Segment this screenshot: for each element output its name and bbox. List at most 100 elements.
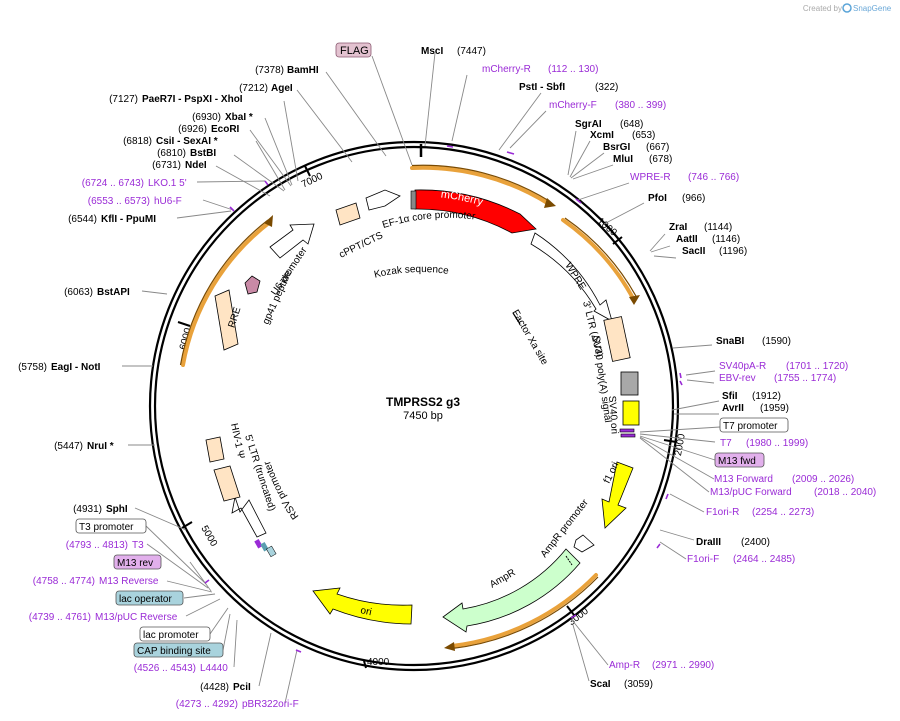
tick-4000 [363, 660, 367, 669]
label-m13puc-reverse: M13/pUC Reverse [95, 612, 178, 623]
label-mcherry-f-pos: (380 .. 399) [615, 100, 666, 111]
label-avrii-pos: (1959) [760, 403, 789, 414]
label-m13-rev: M13 rev [117, 558, 153, 569]
ampr-promoter-feature [573, 534, 595, 553]
tick-label-4000: 4000 [367, 657, 390, 668]
plasmid-name: TMPRSS2 g3 [386, 395, 460, 409]
label-agei-pos: (7212) [239, 83, 268, 94]
label-noti-pos: (5758) [18, 362, 47, 373]
label-xhoi: PaeR7I - PspXI - XhoI [142, 94, 243, 105]
plasmid-size: 7450 bp [403, 410, 443, 422]
label-hu6-pos: (6553 .. 6573) [88, 196, 150, 207]
label-pbr322-pos: (4273 .. 4292) [176, 699, 238, 710]
label-aatii-pos: (1146) [712, 234, 740, 245]
lac-operator-box [115, 590, 184, 606]
hiv1-psi-label: HIV-1 Ψ [228, 422, 246, 460]
label-sexai: CsiI - SexAI * [156, 136, 218, 147]
tick-label-5000: 5000 [198, 524, 219, 549]
label-t3: T3 [132, 540, 144, 551]
label-aatii: AatII [676, 234, 698, 245]
label-m13-forward-pos: (2009 .. 2026) [792, 474, 854, 485]
label-zrai: ZraI [669, 222, 688, 233]
orf-arrowhead-wpre [629, 295, 640, 305]
tick-7000 [304, 165, 311, 177]
orf-arc-mcherry [410, 165, 551, 206]
orf-arrowhead-mcherry [544, 198, 556, 208]
label-xcmi: XcmI [590, 130, 614, 141]
mcherry-feature [414, 189, 537, 234]
cap-binding-site-box [133, 642, 224, 658]
wpre-feature [530, 232, 613, 322]
orf-arc-wpre [561, 218, 636, 302]
label-t7-pos: (1980 .. 1999) [746, 438, 808, 449]
label-t7-promoter: T7 promoter [723, 421, 778, 432]
label-scai-pos: (3059) [624, 679, 653, 690]
flag-box [335, 42, 372, 58]
label-m13-forward: M13 Forward [714, 474, 773, 485]
ef1a-core-promoter-feature [365, 189, 401, 211]
label-sgrai-pos: (648) [620, 119, 643, 130]
label-m13puc-forward: M13/pUC Forward [710, 487, 792, 498]
tick-2000 [663, 439, 677, 443]
label-ndei: NdeI [185, 160, 207, 171]
label-draiii: DraIII [696, 537, 721, 548]
ampr-feature [442, 548, 581, 633]
label-bamhi-pos: (7378) [255, 65, 284, 76]
t3-promoter-box [75, 518, 147, 534]
rsv-promoter-feature [231, 495, 267, 538]
label-snabi: SnaBI [716, 336, 745, 347]
label-sfii-pos: (1912) [752, 391, 781, 402]
label-xbai: XbaI * [225, 112, 253, 123]
label-msci: MscI [421, 46, 443, 57]
label-l4440: L4440 [200, 663, 228, 674]
label-f1ori-r-pos: (2254 .. 2273) [752, 507, 814, 518]
hiv1-psi-feature [205, 436, 225, 463]
label-xhoi-pos: (7127) [109, 94, 138, 105]
label-f1ori-f: F1ori-F [687, 554, 719, 565]
credit-prefix: Created by [803, 4, 842, 13]
rre-feature [214, 289, 239, 351]
label-lko-pos: (6724 .. 6743) [82, 178, 144, 189]
label-ebv-rev: EBV-rev [719, 373, 756, 384]
label-t7: T7 [720, 438, 732, 449]
factor-xa-label: Factor Xa site [509, 308, 550, 367]
tick-1000 [612, 236, 623, 245]
label-flag: FLAG [340, 45, 369, 57]
cppt-cts-label: cPPT/CTS [337, 230, 385, 261]
label-bsrgi: BsrGI [603, 142, 630, 153]
label-draiii-pos: (2400) [741, 537, 770, 548]
m13-fwd-box [714, 452, 765, 468]
label-cap-binding-site: CAP binding site [137, 646, 211, 657]
orf-arc-wpre-edge [564, 217, 638, 299]
label-mlui: MluI [613, 154, 633, 165]
label-kfli-pos: (6544) [68, 214, 97, 225]
label-scai: ScaI [590, 679, 611, 690]
label-bstbi-pos: (6810) [157, 148, 186, 159]
f1-ori-feature [601, 461, 634, 529]
backbone-inner [153, 145, 675, 667]
orf-arc-left-edge [179, 219, 269, 366]
label-wpre-r: WPRE-R [630, 172, 671, 183]
label-ebv-rev-pos: (1755 .. 1774) [774, 373, 836, 384]
label-sv40pa-r: SV40pA-R [719, 361, 766, 372]
tick-6000 [177, 321, 191, 327]
snapgene-logo-icon [842, 3, 852, 13]
label-m13puc-forward-pos: (2018 .. 2040) [814, 487, 876, 498]
label-ndei-pos: (6731) [152, 160, 181, 171]
label-m13-fwd: M13 fwd [718, 456, 756, 467]
label-sacii: SacII [682, 246, 706, 257]
label-sphi-pos: (4931) [73, 504, 102, 515]
label-pcii: PciI [233, 682, 251, 693]
label-hu6: hU6-F [154, 196, 182, 207]
primer-marks [204, 145, 683, 653]
label-lac-operator: lac operator [119, 594, 172, 605]
label-sgrai: SgrAI [575, 119, 602, 130]
sv40-ori-label: SV40 ori [606, 395, 620, 434]
kozak-label: Kozak sequence [373, 264, 450, 281]
label-t3-promoter: T3 promoter [79, 522, 134, 533]
label-lac-promoter: lac promoter [143, 630, 199, 641]
label-m13-reverse-pos: (4758 .. 4774) [33, 576, 95, 587]
gp41-peptide-feature [244, 275, 261, 295]
label-xbai-pos: (6930) [192, 112, 221, 123]
